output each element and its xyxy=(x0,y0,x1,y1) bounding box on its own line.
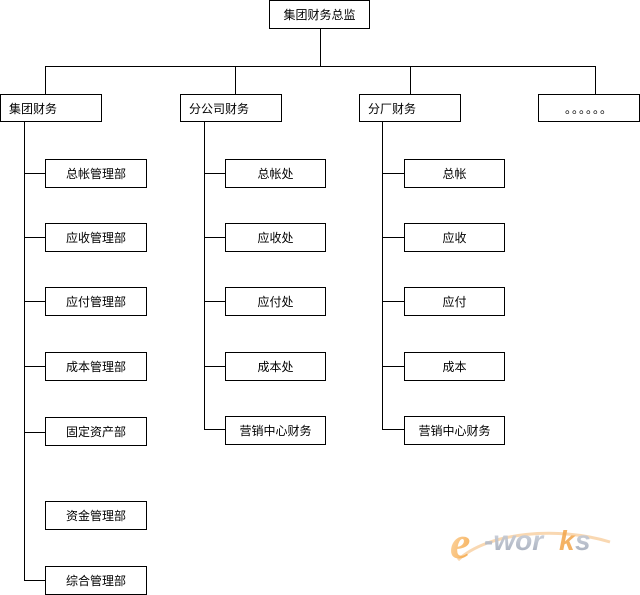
svg-text:-wor: -wor xyxy=(484,525,545,556)
branch-1-1 xyxy=(24,173,45,174)
node-2-1: 总帐处 xyxy=(225,159,326,188)
branch-1-7 xyxy=(24,580,45,581)
node-3-3: 应付 xyxy=(404,287,505,316)
spine-3 xyxy=(382,121,383,429)
branch-2-3 xyxy=(204,301,225,302)
node-1-2: 应收管理部 xyxy=(45,223,147,252)
branch-2-2 xyxy=(204,237,225,238)
head-connector-4 xyxy=(595,66,596,94)
column-head-4: 。。。。。。 xyxy=(538,94,640,122)
branch-1-3 xyxy=(24,301,45,302)
root-connector xyxy=(320,28,321,66)
branch-2-5 xyxy=(204,429,225,430)
svg-text:s: s xyxy=(575,525,591,556)
node-2-3: 应付处 xyxy=(225,287,326,316)
branch-bus xyxy=(45,66,595,67)
node-1-3: 应付管理部 xyxy=(45,287,147,316)
branch-1-4 xyxy=(24,366,45,367)
branch-1-5 xyxy=(24,432,45,433)
column-head-1: 集团财务 xyxy=(0,94,102,122)
spine-1 xyxy=(24,121,25,581)
branch-2-4 xyxy=(204,366,225,367)
branch-3-1 xyxy=(382,173,404,174)
branch-3-3 xyxy=(382,301,404,302)
svg-text:e: e xyxy=(450,517,470,568)
node-3-1: 总帐 xyxy=(404,159,505,188)
node-1-7: 综合管理部 xyxy=(45,566,147,595)
spine-2 xyxy=(204,121,205,429)
e-works-logo-watermark: e -wor k s xyxy=(450,517,611,568)
head-connector-2 xyxy=(235,66,236,94)
node-3-4: 成本 xyxy=(404,352,505,381)
head-connector-1 xyxy=(45,66,46,94)
svg-text:k: k xyxy=(559,525,576,556)
head-connector-3 xyxy=(410,66,411,94)
node-1-1: 总帐管理部 xyxy=(45,159,147,188)
node-2-4: 成本处 xyxy=(225,352,326,381)
column-head-2: 分公司财务 xyxy=(180,94,282,122)
node-2-5: 营销中心财务 xyxy=(225,416,326,445)
branch-3-4 xyxy=(382,366,404,367)
node-1-4: 成本管理部 xyxy=(45,352,147,381)
branch-1-2 xyxy=(24,237,45,238)
node-1-6: 资金管理部 xyxy=(45,501,147,530)
node-3-5: 营销中心财务 xyxy=(404,416,505,445)
root-node: 集团财务总监 xyxy=(269,0,370,29)
column-head-3: 分厂财务 xyxy=(359,94,461,122)
branch-2-1 xyxy=(204,173,225,174)
node-2-2: 应收处 xyxy=(225,223,326,252)
node-3-2: 应收 xyxy=(404,223,505,252)
branch-3-2 xyxy=(382,237,404,238)
branch-3-5 xyxy=(382,429,404,430)
node-1-5: 固定资产部 xyxy=(45,417,147,446)
